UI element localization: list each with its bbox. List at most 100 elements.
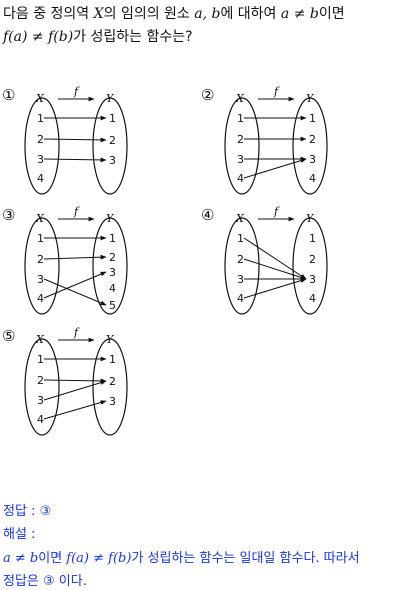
codomain-element: 3 [109, 154, 116, 167]
domain-element: 4 [37, 292, 44, 305]
question-text: 다음 중 정의역 [3, 6, 94, 22]
codomain-ellipse [292, 97, 328, 195]
domain-element: 1 [237, 112, 244, 125]
mapping-arrow [243, 258, 307, 280]
function-label: f [273, 85, 280, 98]
mapping-arrow [43, 254, 107, 260]
mapping-arrow [43, 137, 107, 143]
question-line-2: f(a) ≠ f(b)가 성립하는 함수는? [3, 27, 193, 47]
explanation-text: 이면 [38, 551, 67, 566]
codomain-ellipse [92, 338, 128, 436]
codomain-element: 3 [109, 266, 116, 279]
codomain-element: 5 [109, 299, 116, 312]
domain-ellipse [24, 338, 60, 436]
function-label: f [73, 326, 80, 339]
question-text: 의 임의의 원소 [103, 6, 195, 22]
domain-element: 2 [37, 253, 44, 266]
option-5-number[interactable]: ⑤ [2, 327, 16, 345]
domain-element: 1 [37, 353, 44, 366]
codomain-label: Y [106, 333, 115, 346]
math-expression: f(a) ≠ f(b) [66, 551, 132, 566]
domain-element: 4 [37, 413, 44, 426]
codomain-element: 2 [309, 253, 316, 266]
mapping-arrow [243, 237, 307, 280]
codomain-label: Y [306, 212, 315, 225]
math-ab: a, b [194, 6, 221, 22]
domain-element: 2 [237, 133, 244, 146]
domain-element: 3 [37, 394, 44, 407]
codomain-element: 4 [109, 282, 116, 295]
domain-label: X [35, 92, 45, 105]
codomain-element: 1 [109, 112, 116, 125]
mapping-arrow [43, 278, 107, 306]
domain-element: 4 [237, 292, 244, 305]
domain-element: 3 [37, 153, 44, 166]
domain-ellipse [224, 217, 260, 315]
explanation-line-2: 정답은 ③ 이다. [3, 574, 87, 589]
mapping-arrow [43, 157, 107, 163]
domain-element: 4 [237, 172, 244, 185]
domain-ellipse [224, 97, 260, 195]
question-text: 에 대하여 [220, 6, 281, 22]
codomain-element: 1 [309, 232, 316, 245]
codomain-ellipse [292, 217, 328, 315]
question-text: 이면 [318, 6, 345, 22]
domain-element: 2 [237, 253, 244, 266]
math-x: X [93, 6, 104, 22]
codomain-element: 1 [109, 353, 116, 366]
math-expression: f(a) ≠ f(b) [3, 29, 74, 45]
codomain-element: 3 [309, 153, 316, 166]
mapping-arrow [243, 158, 307, 179]
codomain-ellipse [92, 217, 128, 315]
option-2-diagram: X Yf 1 2 3 4 1 2 3 4 [224, 85, 328, 195]
codomain-label: Y [306, 92, 315, 105]
option-4-diagram: X Yf 1 2 3 4 1 2 3 4 [224, 205, 328, 315]
codomain-element: 2 [309, 133, 316, 146]
function-label: f [73, 205, 80, 218]
explanation-label: 해설 : [3, 527, 36, 542]
option-2-number[interactable]: ② [201, 86, 215, 104]
codomain-label: Y [106, 92, 115, 105]
mapping-arrow [43, 400, 107, 420]
mapping-arrow [43, 378, 107, 384]
function-label: f [73, 85, 80, 98]
domain-element: 3 [237, 273, 244, 286]
codomain-ellipse [92, 97, 128, 195]
domain-label: X [35, 333, 45, 346]
codomain-element: 3 [309, 273, 316, 286]
codomain-label: Y [106, 212, 115, 225]
codomain-element: 4 [309, 292, 316, 305]
mapping-arrow [243, 278, 307, 299]
codomain-element: 1 [109, 232, 116, 245]
question-line-1: 다음 중 정의역 X의 임의의 원소 a, b에 대하여 a ≠ b이면 [3, 4, 345, 24]
mapping-arrow [43, 271, 107, 299]
math-condition: a ≠ b [280, 6, 319, 22]
domain-element: 2 [37, 374, 44, 387]
domain-element: 3 [37, 273, 44, 286]
domain-ellipse [24, 217, 60, 315]
function-label: f [273, 205, 280, 218]
question-text: 가 성립하는 함수는? [73, 29, 193, 45]
domain-label: X [35, 212, 45, 225]
codomain-element: 3 [109, 395, 116, 408]
option-4-number[interactable]: ④ [201, 206, 215, 224]
domain-element: 1 [237, 232, 244, 245]
explanation-line-1: a ≠ b이면 f(a) ≠ f(b)가 성립하는 함수는 일대일 함수다. 따… [3, 547, 360, 566]
option-3-number[interactable]: ③ [2, 206, 16, 224]
domain-element: 4 [37, 172, 44, 185]
codomain-element: 4 [309, 172, 316, 185]
explanation-text: 가 성립하는 함수는 일대일 함수다. 따라서 [131, 551, 360, 566]
domain-element: 1 [37, 232, 44, 245]
domain-label: X [235, 212, 245, 225]
domain-element: 3 [237, 153, 244, 166]
codomain-element: 2 [109, 134, 116, 147]
domain-element: 1 [37, 112, 44, 125]
option-1-number[interactable]: ① [2, 86, 16, 104]
codomain-element: 2 [109, 251, 116, 264]
answer-label: 정답 : ③ [3, 504, 52, 519]
domain-label: X [235, 92, 245, 105]
option-3-diagram: X Yf 1 2 3 4 1 2 3 4 5 [24, 205, 128, 315]
codomain-element: 1 [309, 112, 316, 125]
